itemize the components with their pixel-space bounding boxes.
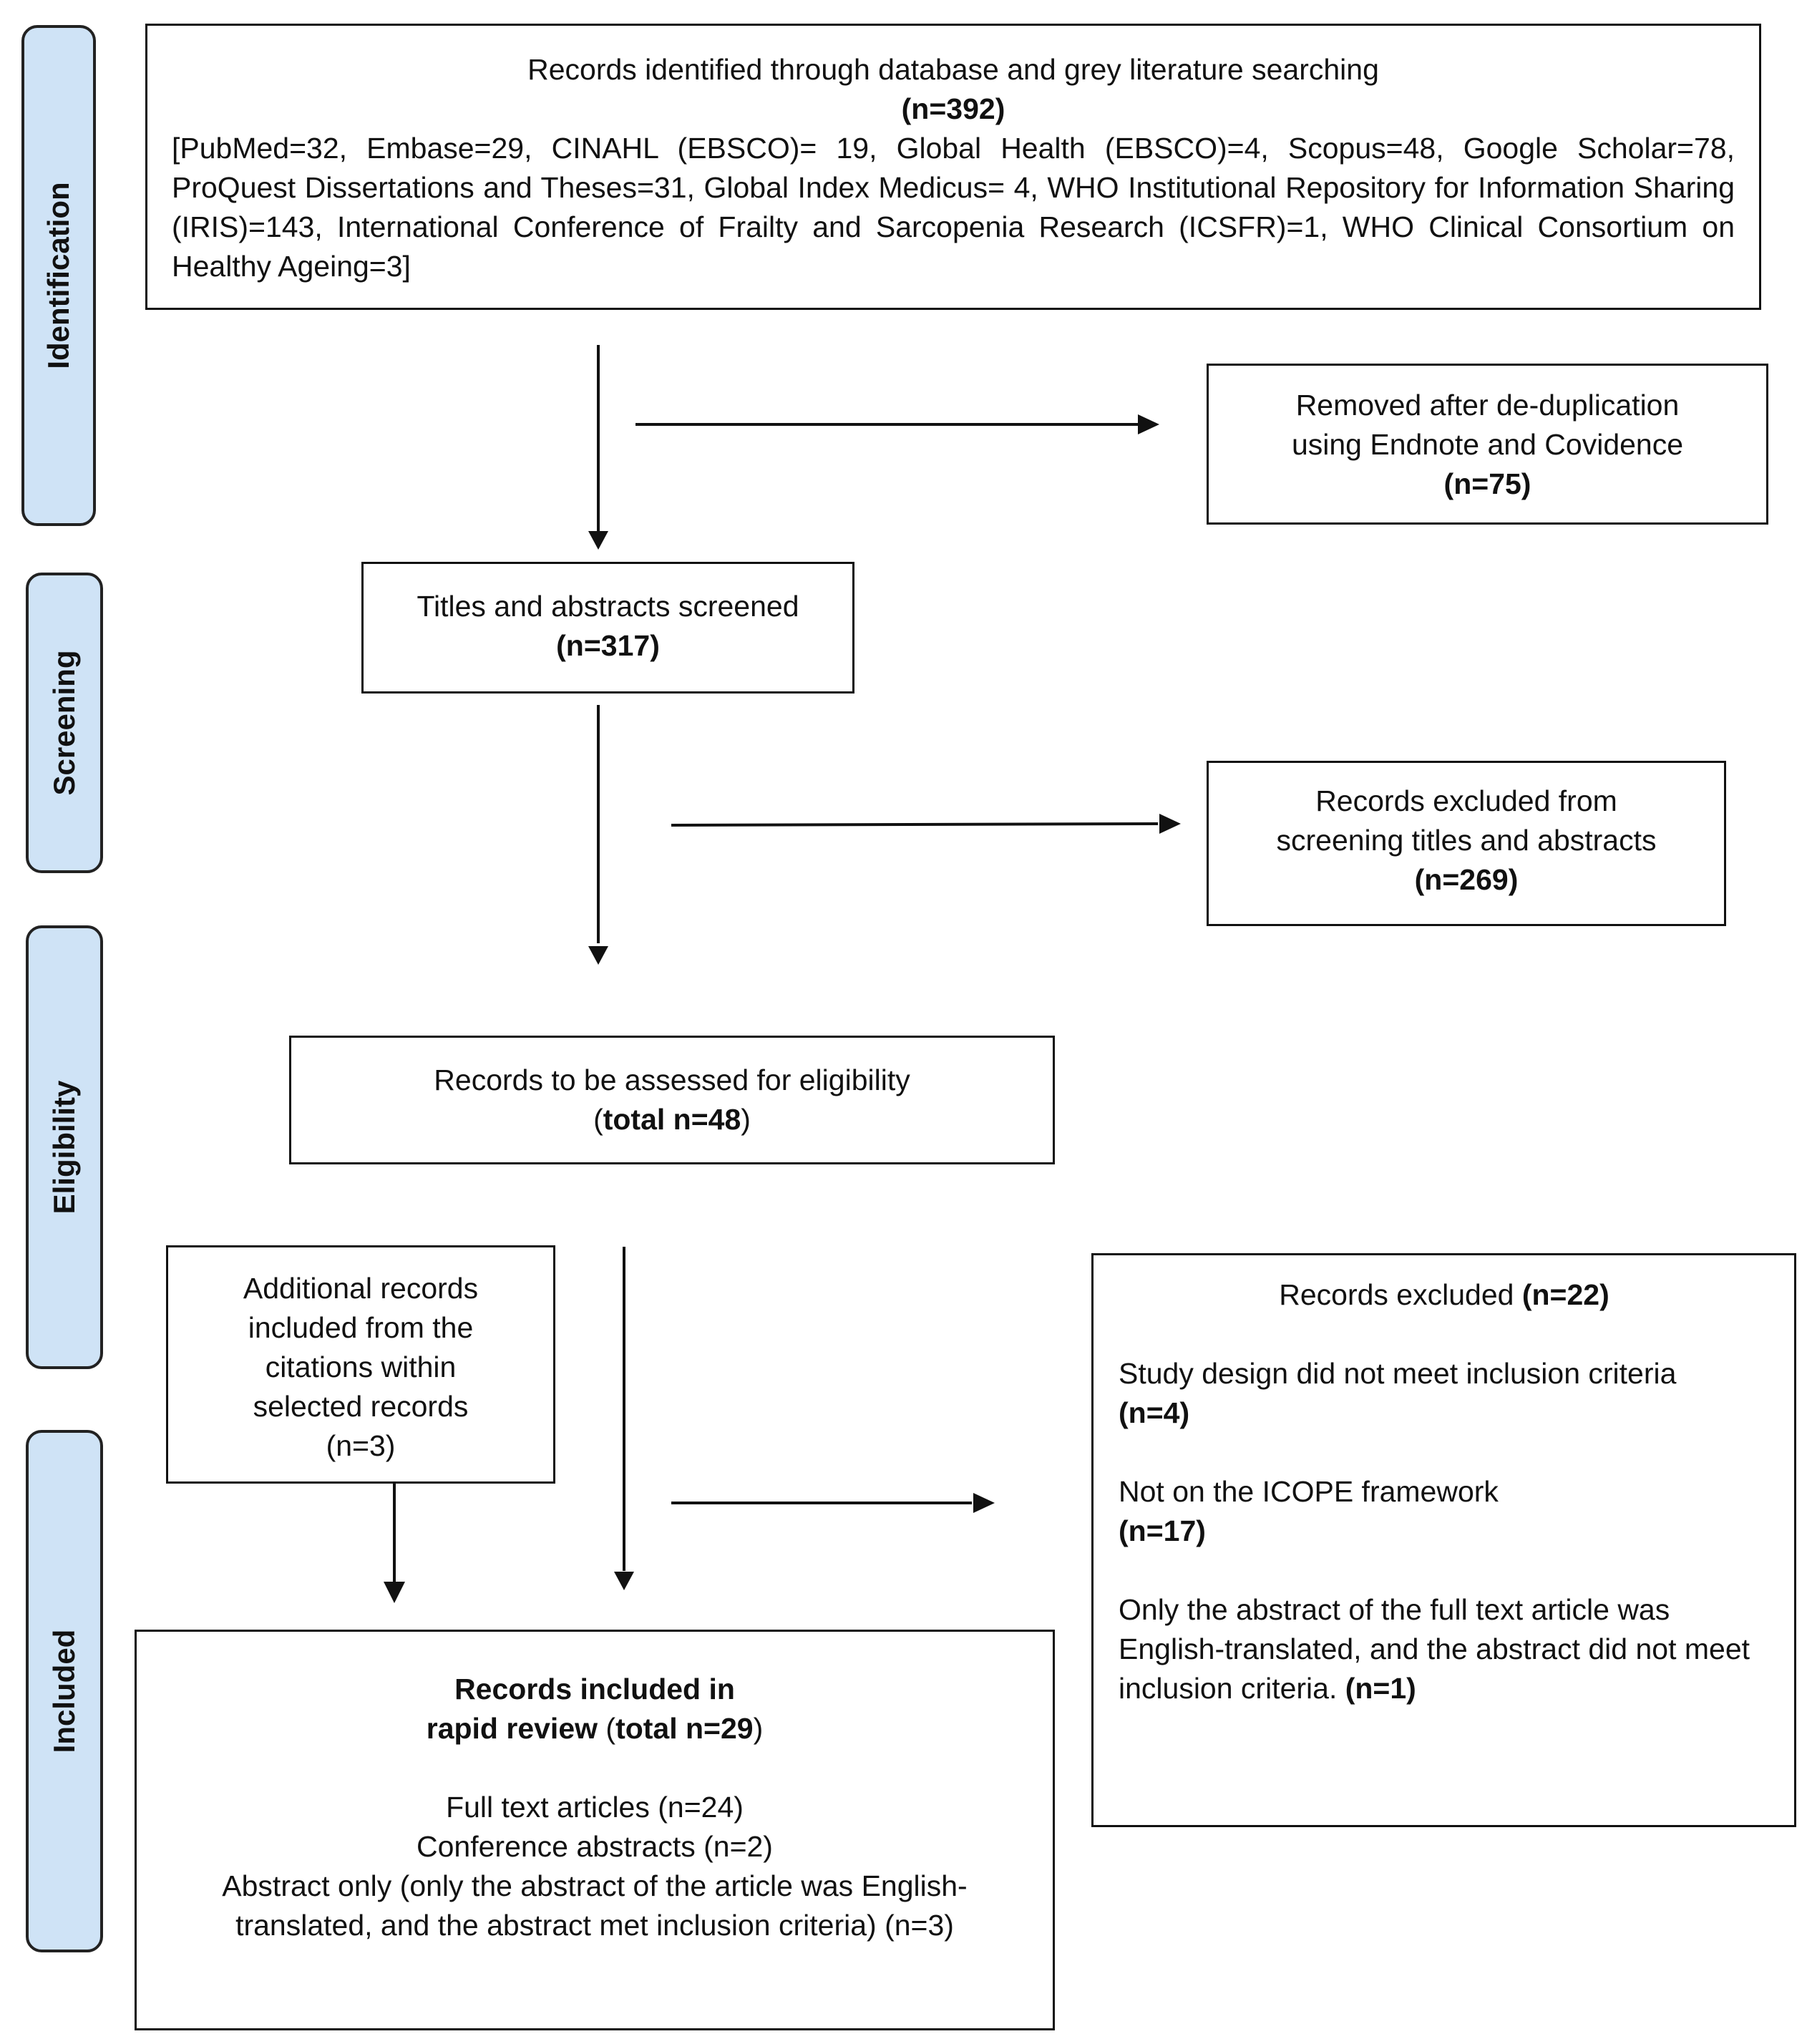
- included-title-line1: Records included in: [454, 1673, 735, 1705]
- eligibility-count: (total n=48): [593, 1103, 751, 1136]
- excluded-screening-line1: Records excluded from: [1315, 784, 1617, 817]
- arrowhead: [973, 1493, 995, 1513]
- exclusion-reason-study-design: Study design did not meet inclusion crit…: [1119, 1357, 1677, 1390]
- identified-count: (n=392): [901, 92, 1005, 125]
- excluded-eligibility-title: Records excluded (n=22): [1279, 1278, 1609, 1311]
- screened-count: (n=317): [556, 629, 660, 662]
- included-abstract-only: Abstract only (only the abstract of the …: [222, 1869, 968, 1942]
- excluded-screening-box: Records excluded from screening titles a…: [1207, 761, 1726, 926]
- arrowhead: [1138, 414, 1159, 434]
- included-full-text: Full text articles (n=24): [446, 1791, 744, 1824]
- arrowhead: [588, 946, 608, 965]
- excluded-screening-count: (n=269): [1414, 863, 1519, 896]
- arrowhead: [614, 1572, 634, 1590]
- phase-identification: Identification: [21, 25, 96, 526]
- additional-count: (n=3): [326, 1429, 396, 1462]
- included-conference-abstracts: Conference abstracts (n=2): [417, 1830, 773, 1863]
- additional-box: Additional records included from the cit…: [166, 1245, 555, 1484]
- exclusion-reason-abstract: Only the abstract of the full text artic…: [1119, 1593, 1750, 1705]
- arrow-to-excluded-screening: [671, 822, 1159, 827]
- identified-heading: Records identified through database and …: [527, 53, 1379, 86]
- exclusion-reason-study-design-count: (n=4): [1119, 1396, 1190, 1429]
- exclusion-reason-icope-count: (n=17): [1119, 1514, 1206, 1547]
- arrowhead: [588, 531, 608, 550]
- additional-line3: citations within: [265, 1350, 457, 1383]
- phase-included: Included: [26, 1430, 103, 1952]
- identified-sources: [PubMed=32, Embase=29, CINAHL (EBSCO)= 1…: [172, 132, 1735, 283]
- removed-line1: Removed after de-duplication: [1295, 389, 1680, 422]
- additional-line4: selected records: [253, 1390, 469, 1423]
- additional-line2: included from the: [248, 1311, 474, 1344]
- removed-line2: using Endnote and Covidence: [1291, 428, 1684, 461]
- removed-box: Removed after de-duplication using Endno…: [1207, 364, 1768, 525]
- eligibility-box: Records to be assessed for eligibility (…: [289, 1036, 1055, 1164]
- arrowhead: [1159, 814, 1181, 834]
- excluded-eligibility-box: Records excluded (n=22) Study design did…: [1091, 1253, 1796, 1827]
- included-title-line2: rapid review (total n=29): [426, 1712, 764, 1745]
- removed-count: (n=75): [1443, 467, 1531, 500]
- screened-box: Titles and abstracts screened (n=317): [361, 562, 854, 694]
- excluded-screening-line2: screening titles and abstracts: [1276, 824, 1657, 857]
- phase-eligibility: Eligibility: [26, 925, 103, 1369]
- additional-line1: Additional records: [243, 1272, 479, 1305]
- phase-screening: Screening: [26, 573, 103, 873]
- identified-box: Records identified through database and …: [145, 24, 1761, 310]
- eligibility-label: Records to be assessed for eligibility: [434, 1064, 910, 1096]
- arrowhead: [384, 1582, 405, 1603]
- screened-label: Titles and abstracts screened: [417, 590, 799, 623]
- included-box: Records included in rapid review (total …: [135, 1630, 1055, 2030]
- exclusion-reason-icope: Not on the ICOPE framework: [1119, 1475, 1499, 1508]
